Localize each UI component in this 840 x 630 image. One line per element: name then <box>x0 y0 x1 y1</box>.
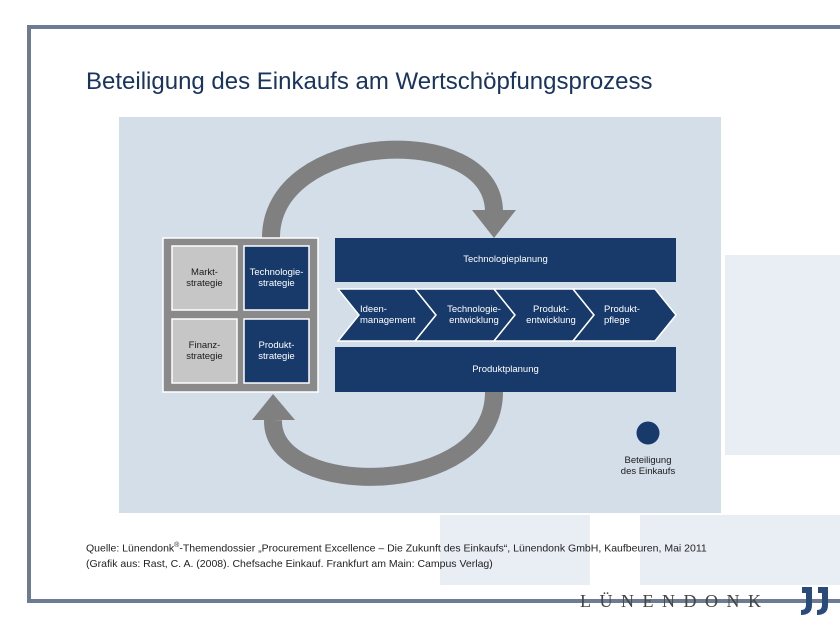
source-note: Quelle: Lünendonk®-Themendossier „Procur… <box>86 538 707 572</box>
watermark-shape <box>725 255 840 455</box>
legend-label: Beteiligung des Einkaufs <box>620 454 676 478</box>
bar-produktplanung <box>335 347 676 392</box>
source-line-2: (Grafik aus: Rast, C. A. (2008). Chefsac… <box>86 557 493 570</box>
strategy-box-technologie <box>243 245 310 311</box>
label-technologieplanung: Technologieplanung <box>463 254 548 266</box>
chevron-produktpflege <box>571 288 677 342</box>
label-finanzstrategie: Finanz- strategie <box>186 339 223 363</box>
label-produktentwicklung: Produkt- entwicklung <box>526 303 576 327</box>
luenendonk-logo-text: LÜNENDONK <box>580 591 770 611</box>
label-ideenmanagement: Ideen- management <box>360 303 416 327</box>
page-title: Beteiligung des Einkaufs am Wertschöpfun… <box>86 68 653 95</box>
luenendonk-logo-mark <box>801 587 828 615</box>
strategy-box-produkt <box>243 318 310 384</box>
strategy-box-markt <box>171 245 238 311</box>
label-technologieentwicklung: Technologie- entwicklung <box>447 303 501 327</box>
watermark-shape <box>640 515 840 585</box>
legend-dot <box>636 421 660 445</box>
cycle-arrow-top <box>261 140 503 241</box>
watermark-shape <box>440 515 590 585</box>
label-marktstrategie: Markt- strategie <box>186 266 223 290</box>
label-technologiestrategie: Technologie- strategie <box>249 266 304 290</box>
label-produktstrategie: Produkt- strategie <box>258 339 295 363</box>
source-line-1: Quelle: Lünendonk®-Themendossier „Procur… <box>86 542 707 555</box>
cycle-arrowhead-bottom <box>252 394 295 420</box>
bar-technologieplanung <box>335 238 676 282</box>
cycle-arrow-bottom <box>263 391 503 486</box>
cycle-arrowhead-top <box>472 210 516 238</box>
strategy-box-finanz <box>171 318 238 384</box>
label-produktplanung: Produktplanung <box>472 363 539 375</box>
label-produktpflege: Produkt- pflege <box>604 303 640 327</box>
